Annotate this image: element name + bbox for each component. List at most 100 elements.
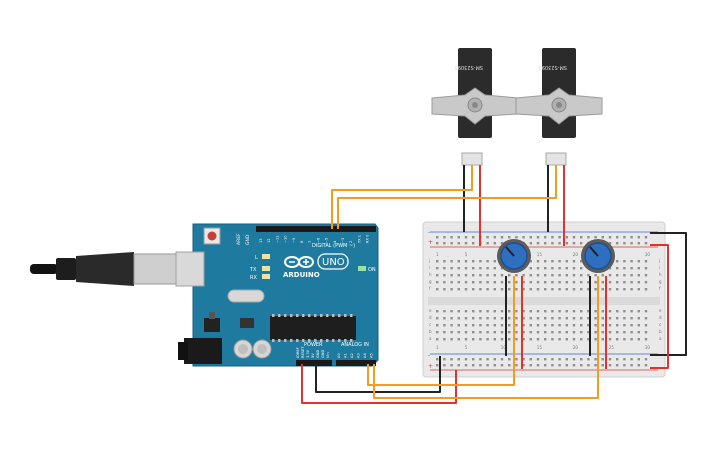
servo-1-label: SM-S2309S — [455, 64, 483, 70]
row-letter: f — [659, 286, 661, 291]
breadboard-holes — [436, 236, 648, 367]
on-led — [358, 266, 366, 271]
row-letter: h — [429, 272, 432, 277]
servo-2-label: SM-S2309S — [539, 64, 567, 70]
breadboard[interactable]: - + - + 115510101515202025253030jjiihhgg… — [422, 221, 666, 378]
col-number: 1 — [436, 252, 439, 257]
pin-label: Vin — [326, 352, 330, 358]
row-letter: e — [659, 308, 662, 313]
row-letter: g — [659, 279, 662, 284]
pin-label: 13 — [259, 238, 263, 243]
power-header[interactable] — [296, 360, 332, 366]
svg-text:-: - — [428, 229, 430, 236]
pin-label: TX 1 — [357, 235, 361, 244]
gnd-label: GND — [245, 234, 251, 245]
svg-text:-: - — [428, 352, 430, 359]
row-letter: f — [429, 286, 431, 291]
pin-label: 3.3V — [306, 349, 310, 358]
svg-text:+: + — [428, 363, 433, 370]
analog-header[interactable] — [336, 360, 376, 366]
col-number: 30 — [645, 345, 651, 350]
col-number: 15 — [537, 345, 543, 350]
row-letter: i — [429, 265, 430, 270]
rx-led-label: RX — [250, 275, 257, 281]
pin-label: 2 — [349, 241, 353, 243]
col-number: 10 — [501, 345, 507, 350]
digital-header[interactable] — [256, 226, 376, 232]
col-number: 20 — [573, 252, 579, 257]
pin-label: ~11 — [275, 235, 279, 243]
wires — [301, 165, 687, 404]
pin-label: 5V — [311, 353, 315, 358]
pin-label: ~6 — [316, 237, 320, 243]
pin-label: 7 — [308, 241, 312, 243]
reset-button[interactable] — [203, 227, 221, 245]
row-letter: a — [429, 336, 432, 341]
row-letter: j — [658, 258, 660, 263]
servo-2-signal-wire — [337, 165, 557, 229]
pot-2-signal-wire — [373, 276, 599, 399]
row-letter: c — [659, 322, 661, 327]
brand-label: ARDUINO — [283, 271, 320, 279]
row-letter: b — [659, 329, 662, 334]
pin-label: IOREF — [296, 347, 300, 358]
arduino-gnd-wire — [315, 356, 441, 393]
pin-label: ~5 — [325, 238, 329, 243]
arduino-logo-icon — [284, 256, 314, 268]
col-number: 5 — [465, 345, 468, 350]
tx-led-label: TX — [249, 267, 257, 273]
l-led-label: L — [255, 255, 258, 261]
pin-label: RX 0 — [366, 234, 370, 243]
pin-label: GND — [321, 350, 325, 358]
row-letter: a — [659, 336, 662, 341]
pin-label: GND — [316, 350, 320, 358]
servo-motor-1[interactable]: SM-S2309S — [431, 48, 519, 166]
analog-label: ANALOG IN — [341, 342, 369, 348]
row-letter: d — [659, 315, 662, 320]
row-letter: d — [429, 315, 432, 320]
pin-label: ~9 — [292, 237, 296, 243]
potentiometer-2[interactable] — [581, 239, 615, 273]
pin-label: A4 — [363, 353, 367, 358]
digital-label: DIGITAL (PWM ~) — [312, 243, 355, 249]
arduino-uno-board[interactable]: L TX RX ON ARDUINO UNO DIGITAL (PWM ~) 1… — [175, 223, 379, 367]
pin-label: A5 — [370, 353, 374, 358]
row-letter: i — [659, 265, 660, 270]
l-led — [262, 254, 270, 259]
pin-label: A3 — [357, 353, 361, 358]
digital-pin-labels: 13 12 ~11 ~10 ~9 8 7 ~6 ~5 4 ~3 2 TX 1 RX 0 — [259, 234, 370, 244]
pin-label: 4 — [333, 240, 337, 243]
pin-label: RESET — [301, 346, 305, 358]
col-number: 30 — [645, 252, 651, 257]
col-number: 20 — [573, 345, 579, 350]
col-number: 5 — [465, 252, 468, 257]
row-letter: e — [429, 308, 432, 313]
pin-label: A1 — [344, 353, 348, 358]
pin-label: 12 — [267, 238, 271, 243]
col-number: 25 — [609, 345, 615, 350]
servo-motor-2[interactable]: SM-S2309S — [515, 48, 603, 166]
aref-label: AREF — [236, 233, 242, 245]
pot-1-signal-wire — [367, 276, 515, 386]
model-label: UNO — [322, 257, 345, 268]
power-label: POWER — [304, 342, 323, 348]
row-letter: b — [429, 329, 432, 334]
pin-label: ~3 — [341, 238, 345, 243]
servo-1-signal-wire — [331, 165, 473, 229]
row-letter: j — [428, 258, 430, 263]
col-number: 15 — [537, 252, 543, 257]
tx-led — [262, 266, 270, 271]
row-letter: h — [659, 272, 662, 277]
atmega-chip-pins — [272, 314, 353, 342]
pin-label: ~10 — [284, 235, 288, 243]
rx-led — [262, 274, 270, 279]
col-number: 1 — [436, 345, 439, 350]
svg-text:+: + — [428, 239, 433, 246]
row-letter: c — [429, 322, 431, 327]
potentiometer-1[interactable] — [497, 239, 531, 273]
arduino-5v-wire — [301, 364, 457, 404]
row-letter: g — [429, 279, 432, 284]
pin-label: 8 — [300, 240, 304, 243]
pin-label: A2 — [350, 353, 354, 358]
